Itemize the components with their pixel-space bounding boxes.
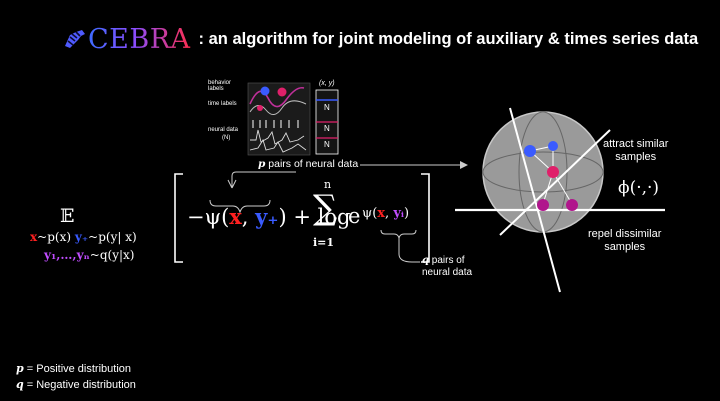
page-title: : an algorithm for joint modeling of aux… xyxy=(198,29,699,48)
loss-positive-term: −ψ(x, y₊) + log xyxy=(187,204,350,229)
behavior-labels-label: behavior labels xyxy=(208,80,232,92)
sub-yplus: y₊ xyxy=(74,230,89,244)
neural-data-illustration xyxy=(247,82,339,156)
q-caption-line1: pairs of xyxy=(431,255,465,266)
neural-data-label: neural data xyxy=(208,127,239,133)
positive-sample-point-2 xyxy=(548,141,558,151)
positive-sample-point-1 xyxy=(524,145,536,157)
n-marker-2: N xyxy=(324,124,330,133)
legend-p-text: = Positive distribution xyxy=(23,363,132,375)
embedding-sphere xyxy=(455,107,665,293)
negative-brace xyxy=(380,229,417,239)
right-bracket xyxy=(421,173,430,263)
sub-y1n: y₁,…,yₙ xyxy=(44,248,90,262)
sum-top: n xyxy=(324,178,332,191)
repel-line2: samples xyxy=(604,241,646,253)
q-connector xyxy=(398,238,420,263)
phi-label: ϕ(·,·) xyxy=(618,178,660,198)
exp-e: e xyxy=(348,204,361,228)
zebra-logo-icon xyxy=(65,30,85,48)
legend-p-symbol: p xyxy=(16,362,24,375)
term-x: x xyxy=(229,204,242,229)
exp-psi: ψ( xyxy=(362,206,378,221)
term-yplus: y₊ xyxy=(255,204,279,229)
exp-close: ) xyxy=(403,206,410,221)
legend-q-symbol: q xyxy=(16,378,24,391)
repel-label: repel dissimilar samples xyxy=(588,228,661,254)
minus-psi: −ψ( xyxy=(187,205,230,229)
xy-header: (x, y) xyxy=(319,80,335,87)
term-comma: , xyxy=(241,205,256,229)
n-marker-1: N xyxy=(324,103,330,112)
time-labels-label: time labels xyxy=(208,101,237,107)
sum-bottom: i=1 xyxy=(313,236,335,249)
sub-pyx: ~p(y| x) xyxy=(88,230,137,244)
plus-log: + log xyxy=(286,205,351,229)
legend-negative: q = Negative distribution xyxy=(16,378,136,391)
p-symbol: p xyxy=(258,158,266,170)
sum-symbol: ∑ xyxy=(313,188,338,228)
positive-brace xyxy=(209,199,271,214)
left-bracket xyxy=(174,173,183,263)
q-caption-line2: neural data xyxy=(422,267,473,278)
exp-x: x xyxy=(377,206,386,221)
q-symbol: q xyxy=(422,255,429,266)
expectation-sub-line2: y₁,…,yₙ~q(y|x) xyxy=(44,248,135,262)
sub-qyx: ~q(y|x) xyxy=(89,248,135,262)
exponent: ψ(x, yᵢ) xyxy=(362,206,409,221)
attract-label: attract similar samples xyxy=(603,138,668,164)
p-pairs-caption: p pairs of neural data xyxy=(258,158,358,170)
cebra-logo-text: CEBRA xyxy=(88,23,191,55)
neural-n-label: (N) xyxy=(222,135,231,141)
negative-sample-point-2 xyxy=(566,199,578,211)
anchor-point xyxy=(547,166,559,178)
attract-line1: attract similar xyxy=(603,138,669,150)
term-close: ) xyxy=(278,205,287,229)
header: CEBRA : an algorithm for joint modeling … xyxy=(62,22,698,56)
legend-q-text: = Negative distribution xyxy=(23,379,136,391)
q-pairs-caption: q pairs of neural data xyxy=(422,255,472,279)
sub-x: x xyxy=(30,230,38,244)
legend-positive: p = Positive distribution xyxy=(16,362,131,375)
p-connector xyxy=(231,171,296,188)
n-marker-3: N xyxy=(324,140,330,149)
exp-comma: , xyxy=(385,206,394,221)
sub-px: ~p(x) xyxy=(37,230,75,244)
data-inset: behavior labels time labels neural data … xyxy=(208,78,348,168)
p-pairs-text: pairs of neural data xyxy=(268,158,359,170)
repel-line1: repel dissimilar xyxy=(588,228,662,240)
arrow-head-icon xyxy=(460,161,468,169)
exp-yi: yᵢ xyxy=(393,206,404,221)
attract-line2: samples xyxy=(615,151,657,163)
expectation-sub-line1: x~p(x) y₊~p(y| x) xyxy=(30,230,137,244)
negative-sample-point-1 xyxy=(537,199,549,211)
expectation-symbol: 𝔼 xyxy=(60,205,75,227)
